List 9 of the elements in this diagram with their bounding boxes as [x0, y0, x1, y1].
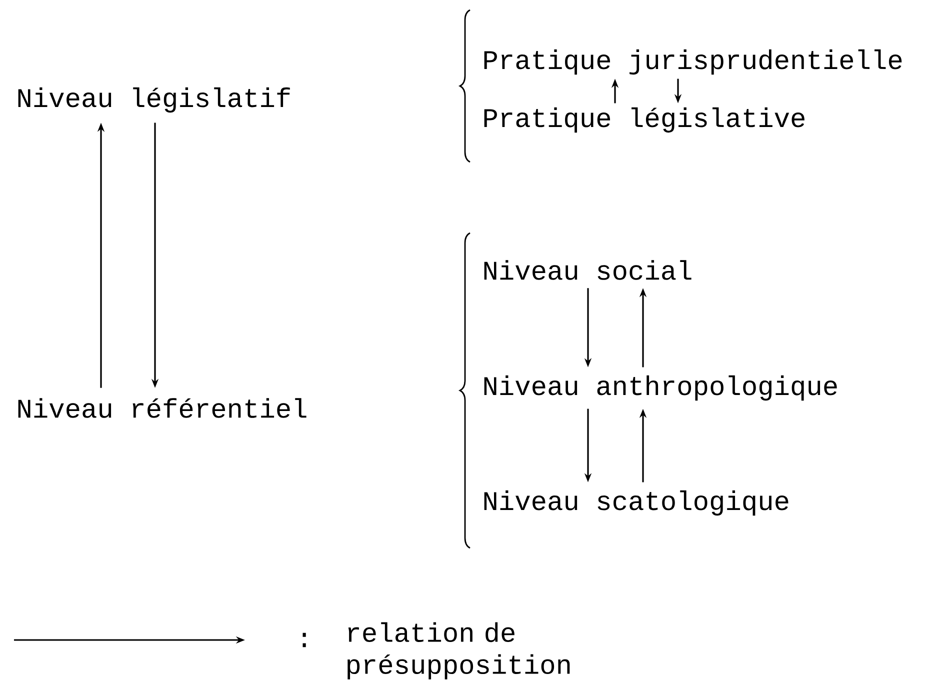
- level-label: Niveau social: [484, 260, 692, 280]
- legend-text: relation de présupposition: [348, 622, 570, 680]
- level-label: Niveau anthropologique: [484, 375, 837, 401]
- level-label: Niveau législatif: [18, 87, 290, 113]
- separator-colon: :: [302, 632, 306, 648]
- level-label: Pratique jurisprudentielle: [484, 49, 902, 75]
- level-label: Niveau référentiel: [18, 398, 306, 418]
- level-label: Pratique législative: [484, 107, 804, 133]
- level-label: Niveau scatologique: [484, 490, 788, 516]
